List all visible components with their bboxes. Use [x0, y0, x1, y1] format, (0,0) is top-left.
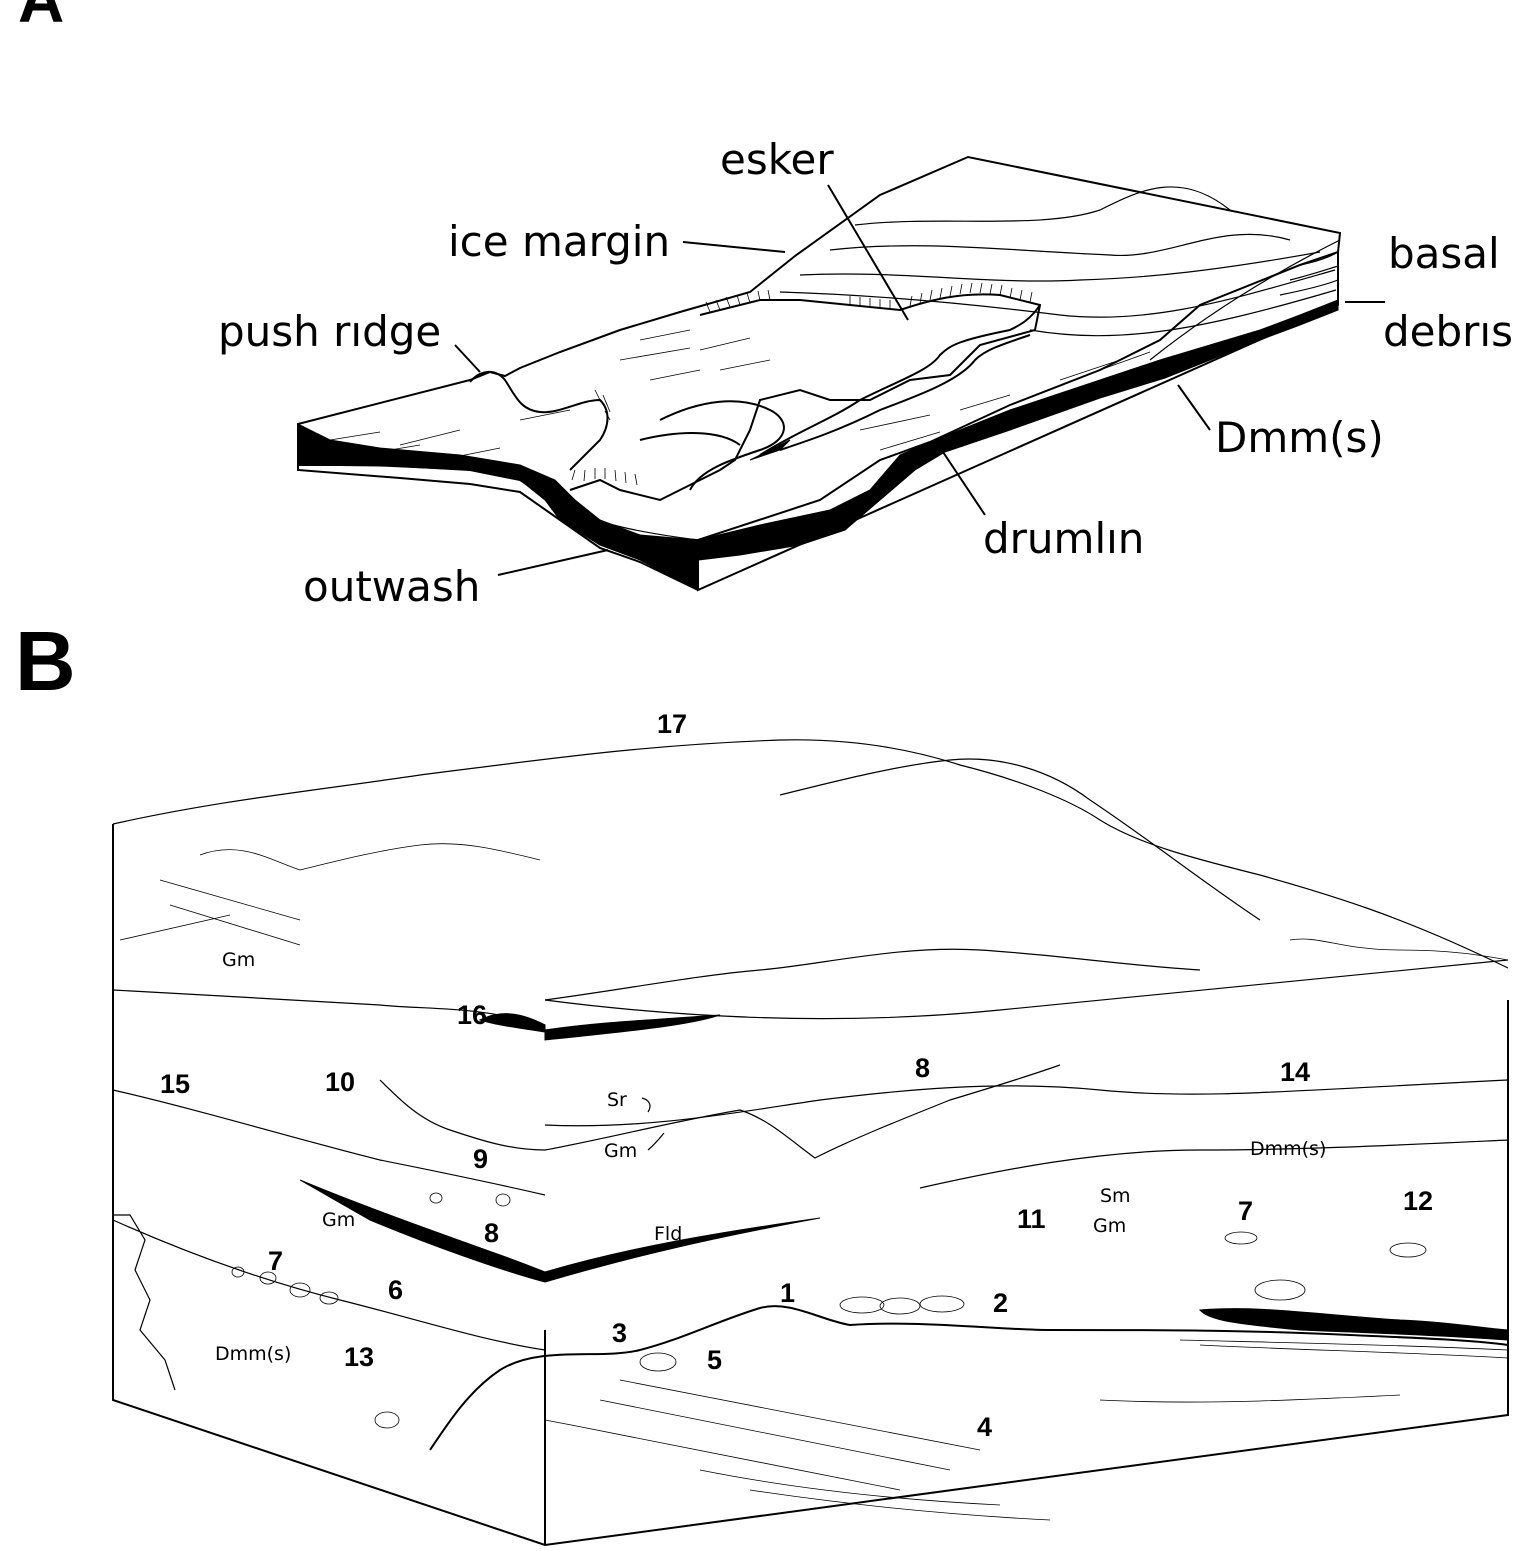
fld-black-lens	[299, 1179, 821, 1283]
margin-hachures	[705, 282, 1033, 313]
block-diagram-a	[297, 155, 1342, 592]
push-ridge-lobes	[469, 371, 609, 471]
label-3: 3	[612, 1318, 627, 1348]
panel-b-letter: B	[15, 614, 76, 708]
esker-terminus	[749, 439, 791, 461]
sr-arrow	[641, 1097, 651, 1113]
strata-line-15	[112, 1089, 546, 1196]
block-a-right-black-band	[697, 299, 1339, 561]
label-2: 2	[993, 1288, 1008, 1318]
right-strata-top	[544, 959, 1509, 1020]
outwash-strata	[559, 504, 699, 543]
ice-contour-1	[854, 186, 1231, 226]
block-a-front-right-side	[697, 252, 1339, 592]
block-b-top-ridge	[779, 758, 1261, 921]
right-block-texture	[1289, 938, 1509, 961]
gm-arrow	[647, 1132, 665, 1151]
code-dmm-s-right: Dmm(s)	[1250, 1138, 1326, 1160]
ice-contour-2	[829, 233, 1291, 257]
drumlin-leader	[934, 439, 986, 516]
label-10: 10	[325, 1067, 355, 1097]
label-7-right: 7	[1238, 1196, 1253, 1226]
outwash-face	[297, 465, 699, 591]
label-8-upper: 8	[915, 1053, 930, 1083]
black-lens-right	[1198, 1308, 1509, 1341]
panel-b: B	[15, 614, 1509, 1547]
outwash-leader	[497, 549, 609, 576]
block-b-top-surface	[112, 739, 1509, 969]
right-strata-mid	[544, 1079, 1509, 1127]
label-13: 13	[344, 1342, 374, 1372]
push-ridge-hachures	[571, 389, 638, 486]
label-14: 14	[1280, 1057, 1310, 1087]
push-ridge-label: push rıdge	[218, 307, 441, 356]
dmm-s-label: Dmm(s)	[1215, 413, 1384, 462]
label-17: 17	[657, 709, 687, 739]
right-strata-lower	[919, 1139, 1509, 1189]
bedrock-strata	[544, 1339, 1509, 1491]
basal-debris-lines	[1279, 251, 1339, 296]
code-sr: Sr	[607, 1089, 627, 1111]
black-lens-upper	[544, 1014, 721, 1041]
debris-label: debrıs	[1383, 307, 1513, 356]
left-bedrock-blocks	[113, 1214, 176, 1391]
basal-label: basal	[1388, 229, 1500, 278]
esker-ridge-2	[779, 334, 1031, 451]
label-5: 5	[707, 1345, 722, 1375]
gravel-clasts	[231, 1192, 1427, 1429]
label-6: 6	[388, 1275, 403, 1305]
label-4: 4	[977, 1412, 992, 1442]
panel-a-letter: A	[18, 0, 64, 36]
channel-fill-9	[379, 1064, 1061, 1159]
ice-margin-leader	[682, 241, 786, 253]
push-ridge-leader	[454, 344, 481, 373]
strata-line-13	[112, 1219, 546, 1351]
block-diagram-b	[112, 739, 1509, 1547]
code-dmm-s-left: Dmm(s)	[215, 1343, 291, 1365]
ice-contour-4	[779, 269, 1336, 318]
meltwater-channel-2	[639, 432, 741, 446]
panel-a: A	[18, 0, 1513, 611]
label-12: 12	[1403, 1186, 1433, 1216]
label-16: 16	[457, 1000, 487, 1030]
outwash-label: outwash	[303, 562, 480, 611]
bedrock-contact	[429, 1305, 1509, 1451]
esker-leader	[827, 184, 909, 321]
block-b-mid-surface	[544, 948, 1201, 1001]
label-1: 1	[780, 1278, 795, 1308]
code-gm-right: Gm	[1093, 1215, 1126, 1237]
bedrock-lines-right	[699, 1394, 1401, 1521]
label-11: 11	[1017, 1204, 1046, 1234]
label-7-left: 7	[268, 1246, 283, 1276]
drumlin-label: drumlın	[983, 514, 1144, 563]
dmm-leader	[1177, 384, 1211, 431]
meltwater-channel	[659, 400, 785, 491]
code-gm-top: Gm	[222, 949, 255, 971]
code-sm: Sm	[1100, 1185, 1131, 1207]
ice-margin-label: ice margin	[448, 217, 670, 266]
code-gm-left: Gm	[322, 1209, 355, 1231]
ice-contour-3	[799, 251, 1321, 282]
block-b-outline	[112, 824, 1509, 1547]
esker-label: esker	[720, 135, 834, 184]
upper-ridge-texture	[119, 843, 541, 946]
label-15: 15	[160, 1069, 190, 1099]
esker-ridge	[759, 304, 1041, 456]
label-9: 9	[473, 1144, 488, 1174]
black-lens-16	[478, 1013, 546, 1033]
label-8-lower: 8	[484, 1218, 499, 1248]
flow-striations	[329, 329, 1151, 461]
ice-contour-6	[1149, 239, 1341, 361]
ice-contour-5	[1029, 289, 1337, 337]
strata-line-16	[112, 989, 546, 1026]
code-gm-arrow: Gm	[604, 1140, 637, 1162]
code-fld: Fld	[654, 1223, 682, 1245]
